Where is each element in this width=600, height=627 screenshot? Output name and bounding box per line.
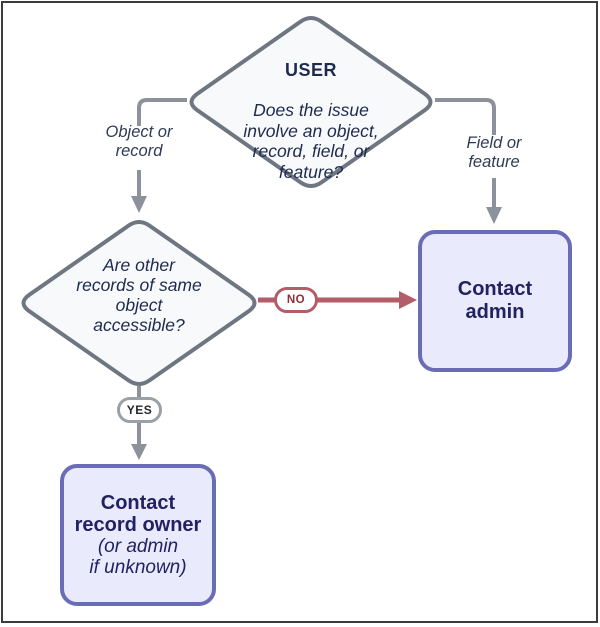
- contact-admin-label: Contact admin: [457, 278, 533, 323]
- no-badge-label: NO: [286, 294, 306, 306]
- connector-field-feature-upper: [435, 98, 496, 135]
- start-node-question: Does the issue involve an object, record…: [243, 100, 379, 182]
- records-decision-diamond: [21, 220, 257, 386]
- start-decision-diamond: [189, 16, 433, 188]
- contact-owner-label: Contact record owner: [74, 492, 202, 536]
- edge-label-field-feature: Field or feature: [466, 134, 522, 171]
- start-node-title: USER: [284, 60, 337, 80]
- outcome-contact-admin: Contact admin: [418, 230, 572, 372]
- outcome-contact-record-owner: Contact record owner (or admin if unknow…: [60, 464, 216, 606]
- no-badge: NO: [274, 287, 318, 313]
- yes-badge-label: YES: [126, 403, 153, 417]
- arrowhead-down-icon: [131, 196, 147, 213]
- start-node-text: USER Does the issue involve an object, r…: [201, 42, 421, 200]
- arrowhead-right-icon: [399, 291, 417, 309]
- records-node-question: Are other records of same object accessi…: [76, 255, 202, 335]
- arrowhead-down-icon: [131, 444, 147, 460]
- contact-owner-note: (or admin if unknown): [89, 536, 187, 578]
- arrowhead-down-icon: [486, 207, 502, 224]
- edge-label-object-record: Object or record: [105, 123, 173, 160]
- yes-badge: YES: [117, 397, 162, 423]
- connector-object-record-upper: [137, 98, 187, 126]
